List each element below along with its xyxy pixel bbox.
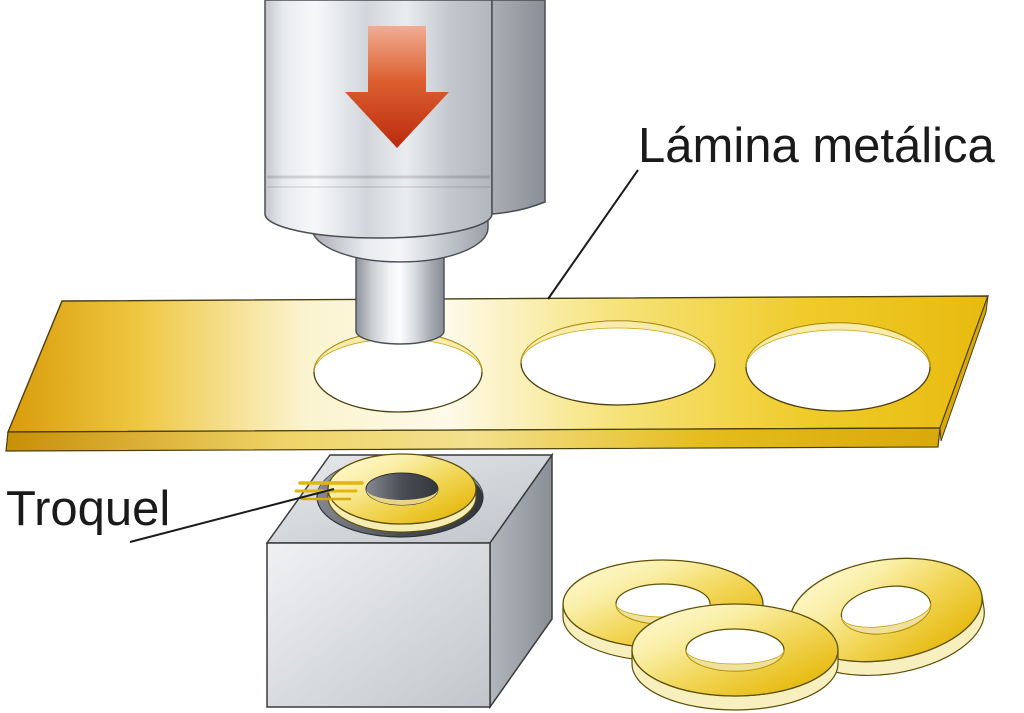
punch-tip: [355, 249, 445, 345]
punched-washers: [562, 557, 985, 711]
die-washer-hole-wall: [366, 489, 438, 505]
sheet-hole-2-wall: [520, 320, 716, 364]
die-washer: [294, 453, 477, 533]
punch-body-side: [491, 0, 546, 215]
die-block: [265, 452, 554, 710]
die-front-face: [266, 542, 491, 708]
annotations: Lámina metálica Troquel: [6, 119, 996, 543]
leader-line-die: [129, 488, 335, 543]
washer: [631, 603, 839, 711]
punch: [264, 0, 546, 345]
sheet-hole-1-wall: [313, 331, 483, 373]
press-direction-arrow-icon: [345, 26, 449, 148]
label-sheet: Lámina metálica: [638, 119, 996, 173]
sheet-hole-3-wall: [745, 322, 931, 368]
sheet-front-edge: [5, 427, 941, 452]
leader-line-sheet: [547, 169, 639, 300]
label-die: Troquel: [6, 482, 170, 536]
washer-hole-wall: [685, 649, 785, 672]
washer-hole-wall: [841, 602, 931, 635]
sheet-right-edge: [939, 295, 989, 442]
metal-sheet: [5, 295, 990, 452]
